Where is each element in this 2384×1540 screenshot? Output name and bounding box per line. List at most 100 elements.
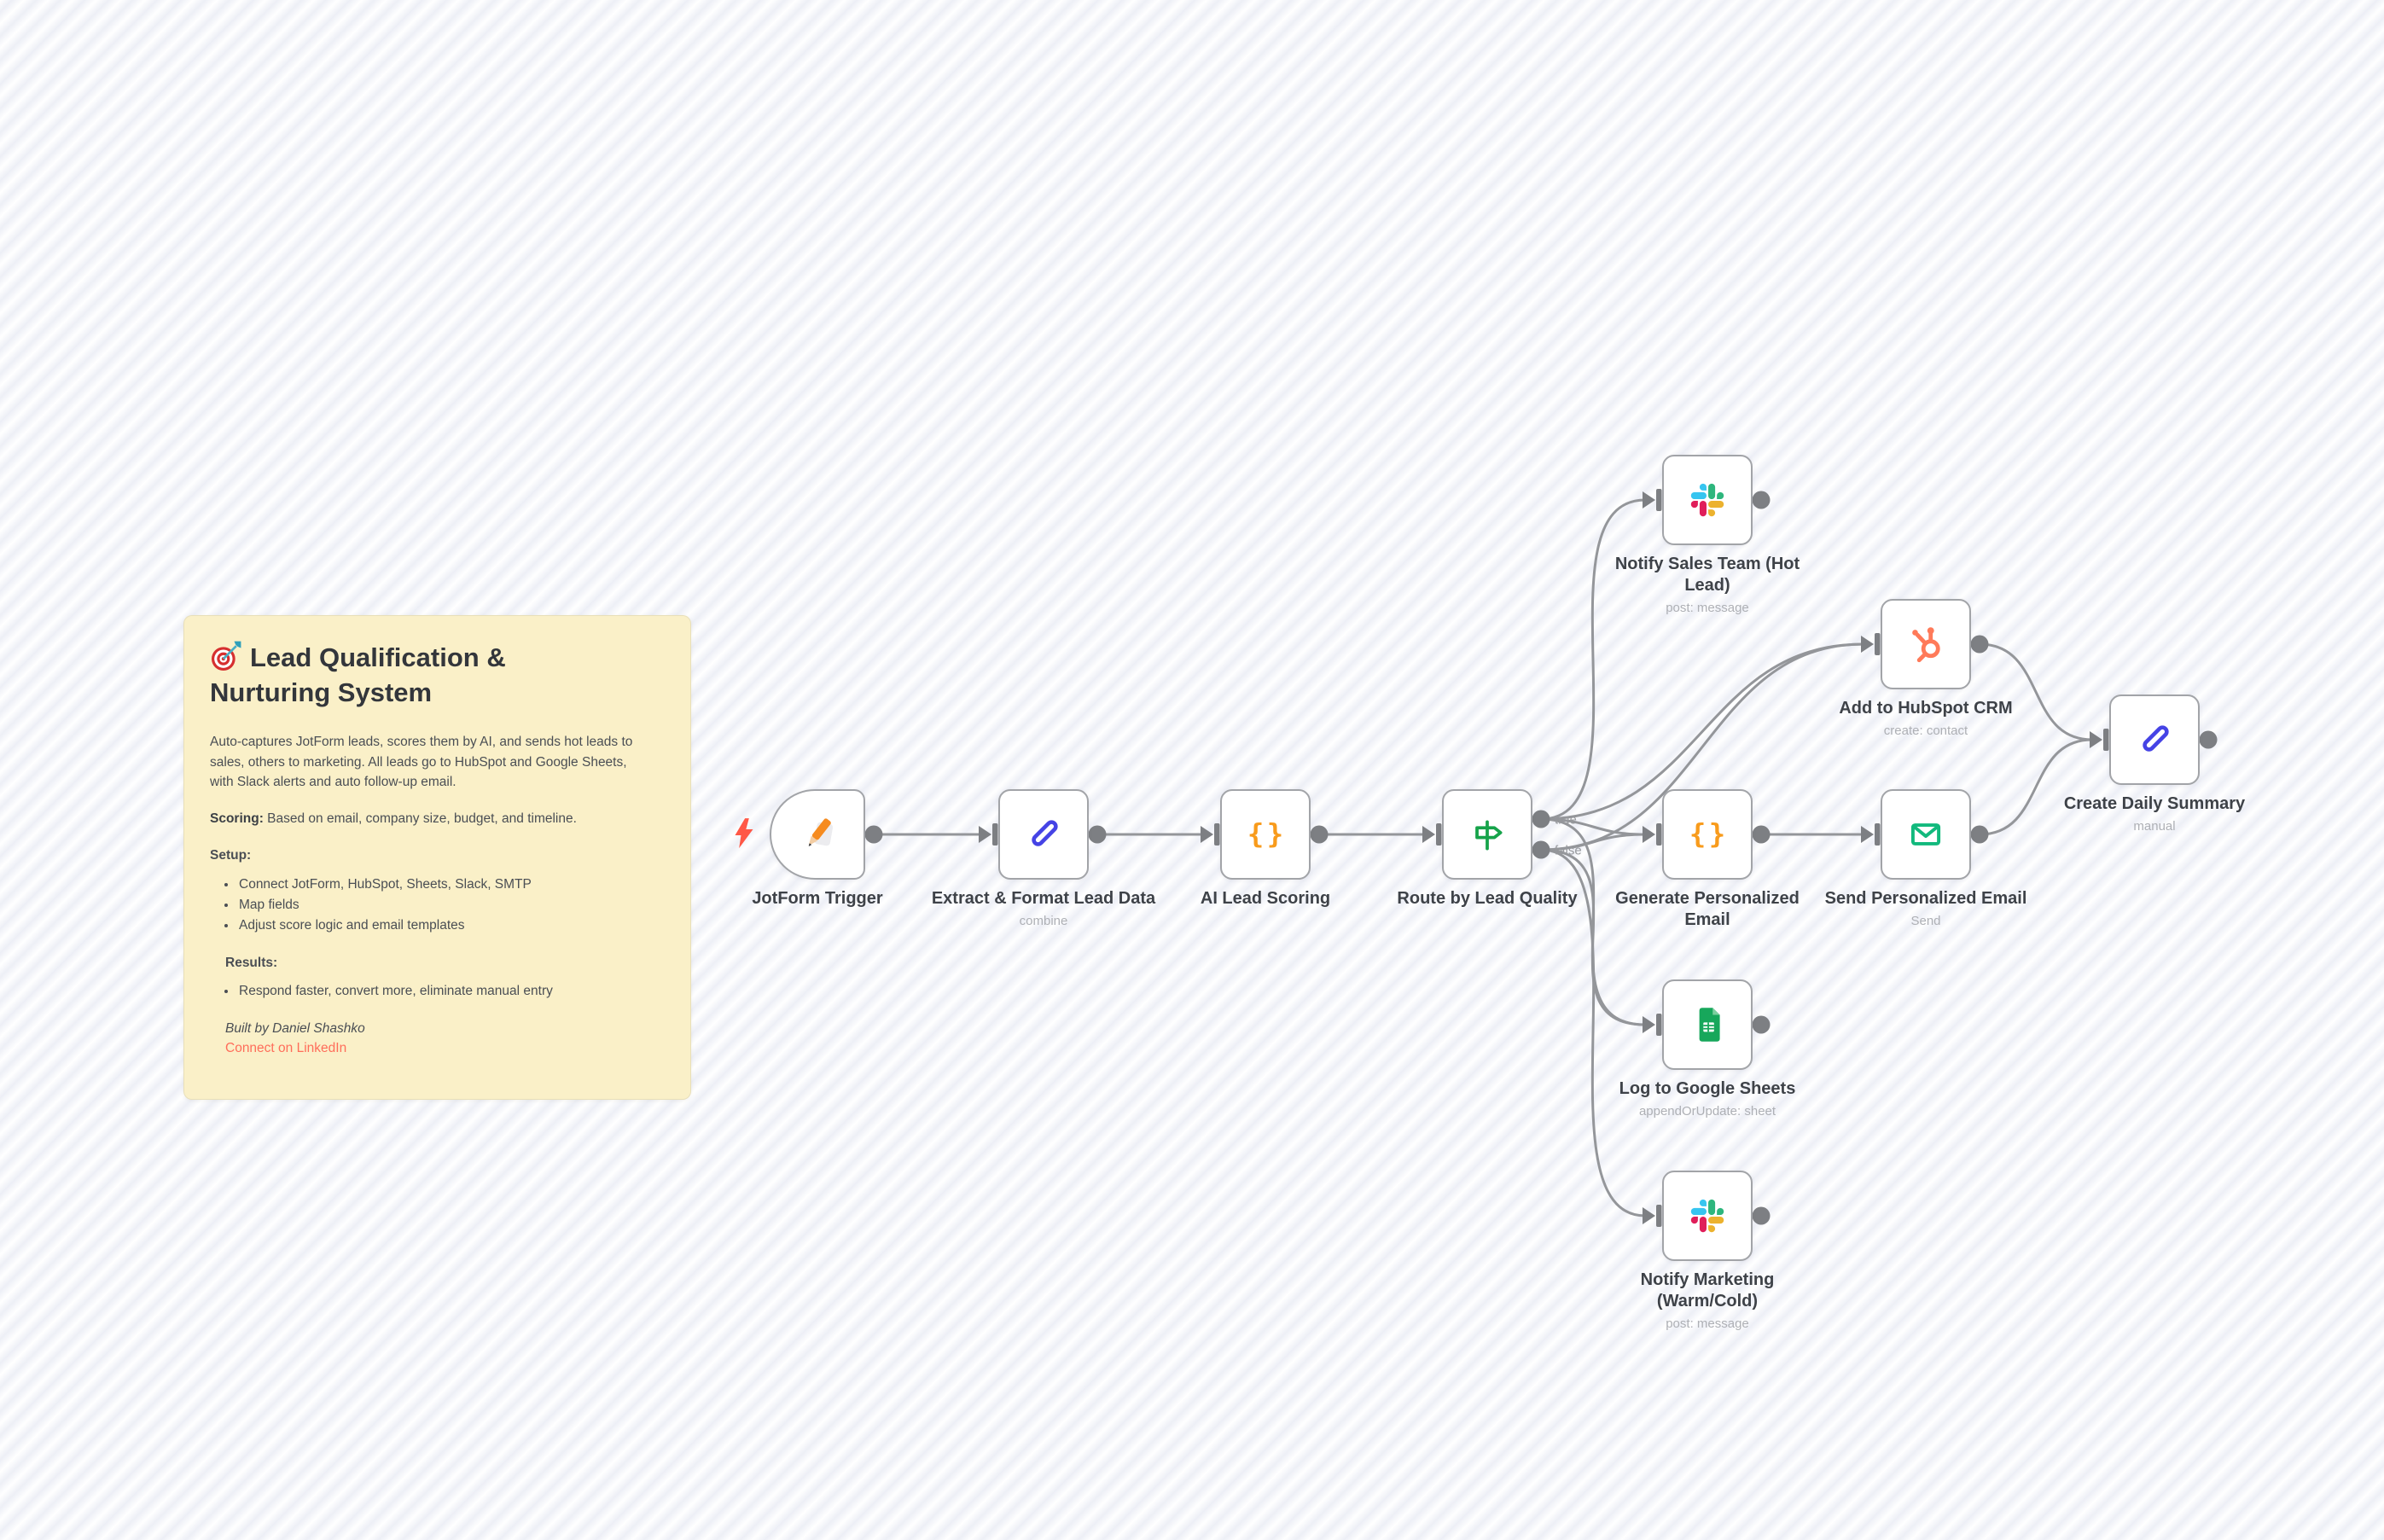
edge-send-email-to-create-summary[interactable] bbox=[1979, 738, 2093, 836]
node-meta: JotForm Trigger bbox=[705, 888, 930, 909]
output-port-create-summary[interactable] bbox=[2199, 730, 2218, 749]
output-port-jotform-trigger[interactable] bbox=[864, 825, 883, 844]
node-box-create-summary[interactable] bbox=[2109, 694, 2200, 785]
edit-pen-icon bbox=[1022, 813, 1065, 856]
input-port-bar-icon bbox=[1656, 1014, 1662, 1036]
output-port-ai-lead-scoring[interactable] bbox=[1310, 825, 1329, 844]
input-port-bar-icon bbox=[1656, 823, 1662, 846]
input-port-bar-icon bbox=[1656, 1205, 1662, 1227]
edit-pen-icon bbox=[2133, 718, 2176, 761]
code-braces-icon: { } bbox=[1686, 813, 1729, 856]
node-notify-marketing: Notify Marketing (Warm/Cold) post: messag… bbox=[1641, 1171, 1774, 1331]
input-port-arrow-icon bbox=[979, 826, 991, 843]
signpost-icon bbox=[1466, 813, 1509, 856]
sticky-scoring: Scoring: Based on email, company size, b… bbox=[210, 811, 577, 827]
node-sublabel-notify-marketing: post: message bbox=[1666, 1316, 1749, 1331]
node-ai-lead-scoring: { } AI Lead Scoring bbox=[1201, 789, 1330, 908]
node-meta: AI Lead Scoring bbox=[1153, 888, 1378, 909]
node-box-log-sheets[interactable] bbox=[1662, 979, 1753, 1070]
port-label-true: true bbox=[1555, 813, 1577, 828]
node-meta: Notify Sales Team (Hot Lead) post: messag… bbox=[1595, 554, 1820, 615]
sticky-setup-item: Connect JotForm, HubSpot, Sheets, Slack,… bbox=[237, 875, 665, 895]
sticky-results-heading: Results: bbox=[225, 955, 278, 970]
node-box-jotform-trigger[interactable] bbox=[770, 789, 865, 880]
code-braces-icon: { } bbox=[1244, 813, 1287, 856]
output-port-route-by-quality-false[interactable] bbox=[1532, 840, 1550, 859]
svg-text:{: { bbox=[1247, 817, 1264, 850]
input-port-bar-icon bbox=[1436, 823, 1442, 846]
svg-text:}: } bbox=[1267, 817, 1283, 850]
node-label-route-by-quality: Route by Lead Quality bbox=[1397, 889, 1578, 908]
svg-text:{: { bbox=[1689, 817, 1706, 850]
node-label-generate-email: Generate Personalized Email bbox=[1615, 889, 1800, 929]
node-label-add-hubspot: Add to HubSpot CRM bbox=[1839, 699, 2013, 718]
node-route-by-quality: Route by Lead Quality bbox=[1397, 789, 1578, 908]
sticky-byline: Built by Daniel Shashko bbox=[225, 1021, 365, 1036]
sticky-setup-item: Adjust score logic and email templates bbox=[237, 915, 665, 936]
sticky-scoring-label: Scoring: bbox=[210, 811, 264, 827]
sticky-description: Auto-captures JotForm leads, scores them… bbox=[210, 735, 633, 789]
sticky-setup-heading: Setup: bbox=[210, 848, 252, 863]
input-port-bar-icon bbox=[2103, 729, 2109, 751]
jotform-icon bbox=[796, 813, 839, 856]
node-label-extract-format: Extract & Format Lead Data bbox=[931, 889, 1156, 908]
edge-route-by-quality-false-to-add-hubspot[interactable] bbox=[1540, 642, 1864, 851]
sticky-results-item: Respond faster, convert more, eliminate … bbox=[237, 981, 665, 1002]
input-port-arrow-icon bbox=[1643, 1016, 1655, 1033]
output-port-send-email[interactable] bbox=[1970, 825, 1989, 844]
output-port-add-hubspot[interactable] bbox=[1970, 635, 1989, 654]
node-sublabel-send-email: Send bbox=[1910, 914, 1941, 928]
sticky-note[interactable]: Lead Qualification & Nurturing System Au… bbox=[183, 615, 691, 1100]
node-box-route-by-quality[interactable] bbox=[1442, 789, 1532, 880]
node-sublabel-notify-sales: post: message bbox=[1666, 601, 1749, 615]
node-label-notify-marketing: Notify Marketing (Warm/Cold) bbox=[1640, 1270, 1775, 1310]
dartboard-icon bbox=[210, 640, 242, 672]
hubspot-icon bbox=[1904, 623, 1947, 665]
input-port-arrow-icon bbox=[1861, 826, 1874, 843]
node-box-send-email[interactable] bbox=[1881, 789, 1971, 880]
output-port-extract-format[interactable] bbox=[1088, 825, 1107, 844]
output-port-route-by-quality-true[interactable] bbox=[1532, 810, 1550, 828]
node-box-generate-email[interactable]: { } bbox=[1662, 789, 1753, 880]
sticky-title: Lead Qualification & Nurturing System bbox=[210, 640, 619, 710]
node-box-ai-lead-scoring[interactable]: { } bbox=[1220, 789, 1311, 880]
sticky-setup-list: Connect JotForm, HubSpot, Sheets, Slack,… bbox=[210, 875, 665, 936]
node-box-extract-format[interactable] bbox=[998, 789, 1089, 880]
input-port-arrow-icon bbox=[1643, 1207, 1655, 1224]
node-box-add-hubspot[interactable] bbox=[1881, 599, 1971, 689]
edge-add-hubspot-to-create-summary[interactable] bbox=[1979, 642, 2093, 741]
lightning-bolt-icon bbox=[732, 817, 756, 849]
input-port-arrow-icon bbox=[1201, 826, 1213, 843]
input-port-arrow-icon bbox=[1643, 826, 1655, 843]
node-label-send-email: Send Personalized Email bbox=[1824, 889, 2027, 908]
input-port-bar-icon bbox=[992, 823, 998, 846]
input-port-arrow-icon bbox=[1861, 636, 1874, 653]
edge-route-by-quality-false-to-notify-marketing[interactable] bbox=[1540, 848, 1646, 1217]
edge-route-by-quality-true-to-add-hubspot[interactable] bbox=[1540, 642, 1864, 821]
node-label-log-sheets: Log to Google Sheets bbox=[1619, 1079, 1796, 1098]
node-box-notify-marketing[interactable] bbox=[1662, 1171, 1753, 1261]
slack-icon bbox=[1686, 1194, 1729, 1237]
output-port-notify-sales[interactable] bbox=[1752, 491, 1771, 509]
node-label-notify-sales: Notify Sales Team (Hot Lead) bbox=[1614, 555, 1800, 595]
node-label-ai-lead-scoring: AI Lead Scoring bbox=[1200, 889, 1331, 908]
node-jotform-trigger: JotForm Trigger bbox=[752, 789, 883, 908]
node-notify-sales: Notify Sales Team (Hot Lead) post: messag… bbox=[1615, 455, 1800, 615]
email-icon bbox=[1904, 813, 1947, 856]
edge-route-by-quality-true-to-notify-sales[interactable] bbox=[1540, 498, 1646, 821]
linkedin-link[interactable]: Connect on LinkedIn bbox=[225, 1041, 347, 1056]
output-port-log-sheets[interactable] bbox=[1752, 1015, 1771, 1034]
node-box-notify-sales[interactable] bbox=[1662, 455, 1753, 545]
output-port-notify-marketing[interactable] bbox=[1752, 1206, 1771, 1225]
output-port-generate-email[interactable] bbox=[1752, 825, 1771, 844]
edge-route-by-quality-false-to-generate-email[interactable] bbox=[1540, 833, 1646, 851]
